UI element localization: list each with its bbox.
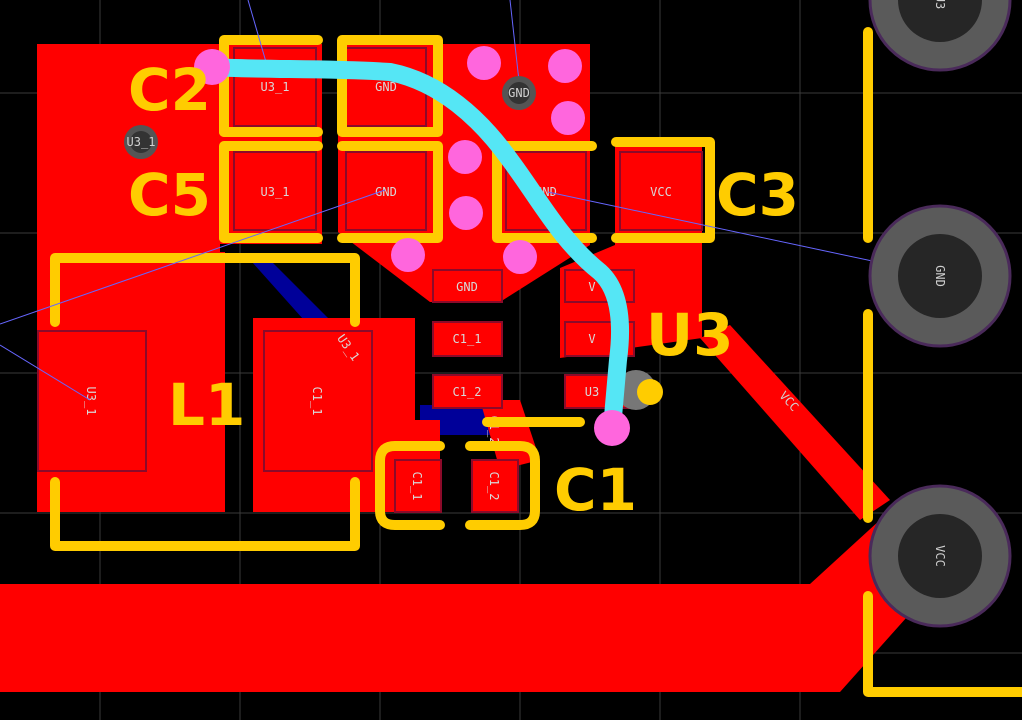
pad-c5-1[interactable] xyxy=(233,151,317,231)
via-label: U3_1 xyxy=(127,135,156,149)
pad-label: C1_1 xyxy=(453,332,482,346)
pad-u3-c1-1[interactable] xyxy=(432,321,503,357)
hole-vcc-drill xyxy=(898,514,982,598)
designator-c3: C3 xyxy=(716,161,799,229)
designator-u3: U3 xyxy=(646,301,733,369)
via[interactable] xyxy=(548,49,582,83)
bottom-wide-trace[interactable] xyxy=(0,520,940,692)
via[interactable] xyxy=(467,46,501,80)
active-routing-trace[interactable] xyxy=(194,49,630,446)
stitching-vias[interactable] xyxy=(391,46,585,274)
pad-c3-2[interactable] xyxy=(619,151,703,231)
pad-label: GND xyxy=(456,280,478,294)
pad-label: C1_2 xyxy=(487,472,501,501)
pad-label: V xyxy=(588,280,595,294)
via[interactable] xyxy=(391,238,425,272)
silkscreen-outlines xyxy=(50,27,1022,697)
designators: C2 C5 C3 U3 L1 C1 xyxy=(128,56,799,524)
designator-c2: C2 xyxy=(128,56,211,124)
hole-u3-drill xyxy=(898,0,982,42)
hole-label: U3 xyxy=(933,0,947,9)
pad-l1-1[interactable] xyxy=(37,330,147,472)
pad-label: V xyxy=(588,332,595,346)
pad-u3-c1-2[interactable] xyxy=(432,374,503,409)
pad-label: C1_1 xyxy=(310,387,324,416)
pad-c5-2[interactable] xyxy=(345,151,427,231)
smd-pads[interactable] xyxy=(37,47,703,513)
routing-track[interactable] xyxy=(203,58,630,437)
pad-label: U3_1 xyxy=(261,80,290,94)
pad-label: GND xyxy=(375,185,397,199)
pad-l1-2[interactable] xyxy=(263,330,373,472)
route-end-via[interactable] xyxy=(594,410,630,446)
via-u3-1-drill xyxy=(130,131,152,153)
hole-label: VCC xyxy=(933,545,947,567)
pad-u3-gnd[interactable] xyxy=(432,269,503,303)
small-vias[interactable] xyxy=(124,76,663,410)
pad-label: U3_1 xyxy=(261,185,290,199)
pin1-marker xyxy=(637,379,663,405)
through-hole-pads[interactable] xyxy=(868,0,1012,628)
pad-label: C1_2 xyxy=(453,385,482,399)
vcc-track[interactable] xyxy=(700,325,890,520)
pad-label: VCC xyxy=(650,185,672,199)
via[interactable] xyxy=(449,196,483,230)
pad-c1-2[interactable] xyxy=(471,459,519,513)
pad-label: C1_1 xyxy=(410,472,424,501)
designator-c5: C5 xyxy=(128,161,211,229)
hole-gnd-drill xyxy=(898,234,982,318)
via-gnd-drill xyxy=(508,82,530,104)
via-labels: GND U3_1 xyxy=(127,86,530,149)
pad-label: GND xyxy=(375,80,397,94)
via-label: GND xyxy=(508,86,530,100)
designator-l1: L1 xyxy=(168,371,245,439)
hole-labels: U3 GND VCC xyxy=(933,0,947,567)
via[interactable] xyxy=(551,101,585,135)
designator-c1: C1 xyxy=(554,456,637,524)
pad-label: U3_1 xyxy=(84,387,98,416)
hole-label: GND xyxy=(933,265,947,287)
via[interactable] xyxy=(448,140,482,174)
pad-label: U3 xyxy=(585,385,599,399)
via[interactable] xyxy=(503,240,537,274)
pad-c1-1[interactable] xyxy=(394,459,442,513)
route-start-via[interactable] xyxy=(194,49,230,85)
